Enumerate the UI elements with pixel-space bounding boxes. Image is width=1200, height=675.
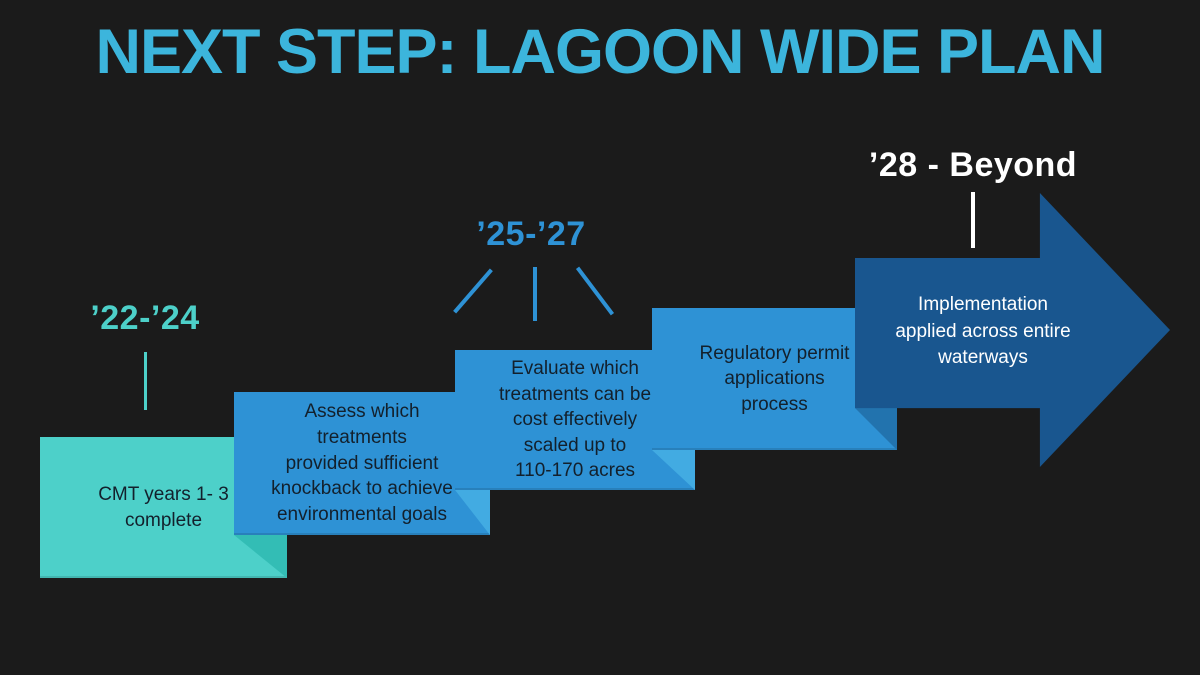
step-box-assess-treatments: Assess which treatments provided suffici… — [234, 392, 490, 535]
year-label-28-beyond: ’28 - Beyond — [868, 146, 1078, 184]
year-connector-line-22-24 — [144, 352, 147, 410]
year-label-25-27: ’25-’27 — [476, 215, 586, 253]
step-box-evaluate-scaling-text: Evaluate which treatments can be cost ef… — [498, 357, 652, 482]
step-box-regulatory-permit-text: Regulatory permit applications process — [699, 342, 850, 415]
implementation-arrow-text: Implementation applied across entire wat… — [895, 294, 1071, 369]
step-box-cmt-complete-text: CMT years 1- 3 complete — [98, 483, 229, 531]
year-connector-ray-middle — [533, 267, 537, 321]
slide-title: NEXT STEP: LAGOON WIDE PLAN — [95, 17, 1105, 87]
year-label-22-24: ’22-’24 — [90, 299, 200, 337]
step-box-assess-treatments-text: Assess which treatments provided suffici… — [271, 401, 453, 525]
year-connector-ray-left — [453, 268, 493, 314]
year-connector-ray-right — [575, 266, 615, 316]
year-connector-line-28-beyond — [971, 192, 975, 248]
